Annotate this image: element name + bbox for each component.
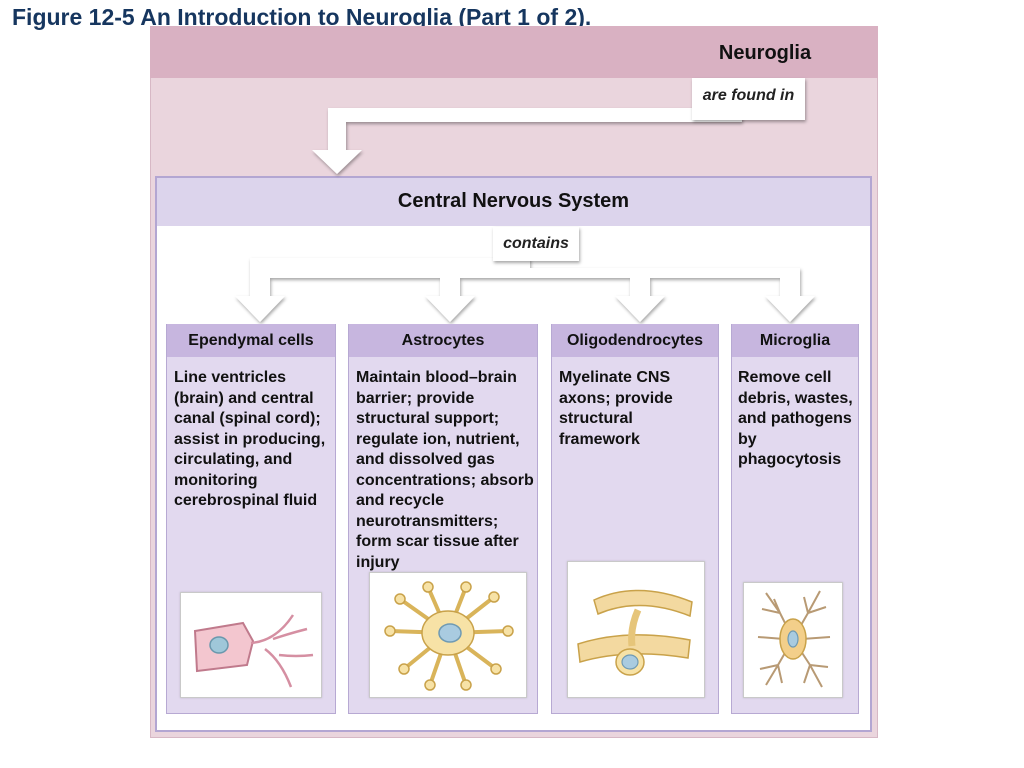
figure-title: Figure 12-5 An Introduction to Neuroglia… bbox=[12, 4, 592, 30]
neuroglia-title: Neuroglia bbox=[718, 42, 812, 64]
astrocytes-header: Astrocytes bbox=[349, 324, 537, 357]
microglia-illustration bbox=[743, 582, 843, 698]
oligodendrocyte-illustration bbox=[567, 561, 705, 698]
microglia-description: Remove cell debris, wastes, and pathogen… bbox=[738, 369, 853, 468]
astrocytes-description: Maintain blood–brain barrier; provide st… bbox=[356, 369, 534, 571]
cns-title: Central Nervous System bbox=[397, 190, 630, 212]
astrocyte-illustration bbox=[369, 572, 527, 698]
oligodendrocytes-header: Oligodendrocytes bbox=[552, 324, 718, 357]
arrow-neuroglia-to-cns bbox=[312, 108, 742, 174]
arrow-cns-branches bbox=[235, 258, 815, 322]
contains-label: contains bbox=[493, 227, 579, 261]
oligodendrocytes-description: Myelinate CNS axons; provide structural … bbox=[559, 369, 673, 448]
ependymal-description: Line ventricles (brain) and central cana… bbox=[174, 369, 326, 509]
neuroglia-header bbox=[150, 26, 878, 78]
ependymal-cell-illustration bbox=[180, 592, 322, 698]
microglia-header: Microglia bbox=[732, 324, 858, 357]
ependymal-header: Ependymal cells bbox=[167, 324, 335, 357]
are-found-in-label: are found in bbox=[692, 78, 805, 120]
cns-header bbox=[157, 178, 870, 226]
